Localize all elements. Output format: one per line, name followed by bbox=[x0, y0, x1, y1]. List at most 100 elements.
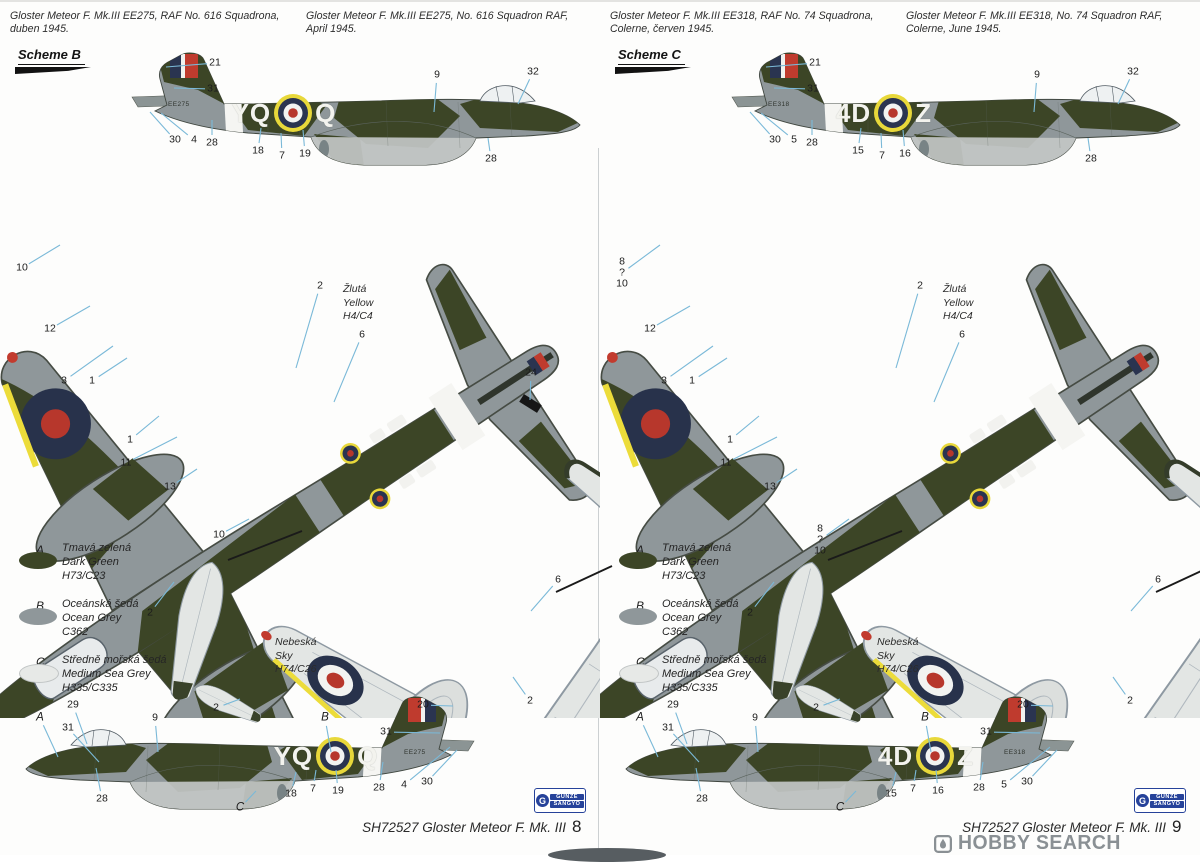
legend-color-swatch bbox=[19, 608, 57, 625]
leader-line bbox=[827, 530, 903, 561]
gunze-wordmark: GUNZE bbox=[550, 793, 584, 800]
leader-line bbox=[755, 725, 759, 753]
leader-line bbox=[776, 468, 798, 484]
leader-line bbox=[393, 731, 441, 734]
legend-letter: C bbox=[36, 655, 45, 669]
leader-line bbox=[160, 112, 189, 136]
legend-letter: C bbox=[636, 655, 645, 669]
caption-czech: Gloster Meteor F. Mk.III EE318, RAF No. … bbox=[610, 10, 874, 36]
leader-line bbox=[512, 676, 526, 695]
caption-english: Gloster Meteor F. Mk.III EE318, No. 74 S… bbox=[906, 10, 1163, 36]
leader-line bbox=[409, 746, 451, 781]
leader-line bbox=[258, 127, 262, 144]
leader-line bbox=[70, 345, 114, 377]
legend-letter: B bbox=[636, 599, 645, 613]
leader-line bbox=[735, 415, 760, 436]
leader-line bbox=[302, 129, 305, 147]
leader-lines bbox=[28, 63, 613, 803]
leader-line bbox=[1032, 749, 1058, 777]
fuselage-code-bottom: 4D Z bbox=[866, 735, 986, 777]
leader-line bbox=[993, 731, 1041, 734]
leader-line bbox=[173, 87, 206, 90]
leader-line bbox=[530, 585, 554, 612]
scheme-underline-wedge bbox=[15, 67, 91, 74]
page-number: 8 bbox=[572, 817, 582, 836]
leader-line bbox=[1009, 746, 1051, 781]
gunze-sangyo-logo: G GUNZE SANGYO bbox=[1134, 788, 1186, 813]
leader-line bbox=[295, 293, 319, 369]
leader-line bbox=[56, 305, 91, 326]
leader-line bbox=[433, 82, 437, 113]
fuselage-code-top: YQ Q bbox=[224, 92, 344, 134]
legend-row: C Středně mořská šedá Medium Sea Grey H33… bbox=[0, 654, 240, 711]
leader-line bbox=[760, 112, 789, 136]
aircraft-serial: EE275 bbox=[404, 749, 426, 756]
leader-line bbox=[487, 137, 491, 152]
leader-line bbox=[823, 698, 841, 706]
leader-line bbox=[1155, 570, 1200, 593]
footer-title: SH72527 Gloster Meteor F. Mk. III bbox=[962, 820, 1166, 835]
leader-line bbox=[149, 111, 171, 135]
gunze-logo-mark: G bbox=[1136, 794, 1149, 807]
legend-color-name: Středně mořská šedá Medium Sea Grey H335… bbox=[62, 654, 167, 694]
instruction-page: Gloster Meteor F. Mk.III EE275, RAF No. … bbox=[0, 0, 613, 855]
code-letters-right: Q bbox=[357, 740, 379, 771]
code-letters-right: Z bbox=[957, 740, 975, 771]
scheme-label: Scheme C bbox=[618, 47, 685, 65]
legend-color-name: Středně mořská šedá Medium Sea Grey H335… bbox=[662, 654, 767, 694]
leader-line bbox=[749, 111, 771, 135]
leader-line bbox=[28, 244, 61, 265]
leader-line bbox=[979, 761, 984, 781]
gunze-logo-mark: G bbox=[536, 794, 549, 807]
leader-line bbox=[225, 518, 250, 532]
leader-line bbox=[313, 769, 317, 782]
code-letters-left: 4D bbox=[877, 740, 914, 771]
legend-color-swatch bbox=[619, 608, 657, 625]
leader-line bbox=[165, 63, 208, 68]
leader-line bbox=[656, 305, 691, 326]
fuselage-code-bottom: YQ Q bbox=[266, 735, 386, 777]
leader-line bbox=[1033, 82, 1037, 113]
scheme-underline-wedge bbox=[615, 67, 691, 74]
leader-line bbox=[933, 342, 960, 403]
leader-line bbox=[698, 357, 728, 378]
legend-color-name: Oceánská šedá Ocean Grey C362 bbox=[662, 598, 739, 638]
leader-line bbox=[223, 698, 241, 706]
leader-line bbox=[430, 704, 454, 707]
leader-line bbox=[732, 436, 778, 460]
footer-title: SH72527 Gloster Meteor F. Mk. III bbox=[362, 820, 566, 835]
code-letters-right: Q bbox=[315, 97, 337, 128]
hobby-search-flame-icon bbox=[934, 835, 952, 853]
leader-line bbox=[628, 244, 661, 269]
hobby-search-watermark: HOBBY SEARCH bbox=[934, 832, 1126, 855]
leader-lines bbox=[628, 63, 1200, 803]
leader-line bbox=[292, 771, 297, 787]
leader-line bbox=[517, 79, 531, 105]
leader-line bbox=[895, 293, 919, 369]
leader-line bbox=[135, 415, 160, 436]
code-letters-left: YQ bbox=[273, 740, 314, 771]
leader-line bbox=[72, 733, 100, 763]
leader-line bbox=[227, 530, 303, 561]
leader-line bbox=[1030, 704, 1054, 707]
leader-line bbox=[335, 769, 338, 784]
leader-line bbox=[642, 725, 659, 758]
leader-line bbox=[754, 581, 775, 608]
leader-line bbox=[75, 712, 88, 745]
leader-line bbox=[765, 63, 808, 68]
leader-line bbox=[42, 725, 59, 758]
leader-line bbox=[432, 749, 458, 777]
leader-line bbox=[98, 357, 128, 378]
leader-line bbox=[325, 725, 332, 753]
legend-row: B Oceánská šedá Ocean Grey C362 bbox=[600, 598, 840, 655]
caption-czech: Gloster Meteor F. Mk.III EE275, RAF No. … bbox=[10, 10, 280, 36]
sangyo-wordmark: SANGYO bbox=[1150, 801, 1184, 808]
leader-line bbox=[902, 129, 905, 147]
legend-color-swatch bbox=[19, 664, 59, 683]
leader-line bbox=[280, 132, 283, 149]
